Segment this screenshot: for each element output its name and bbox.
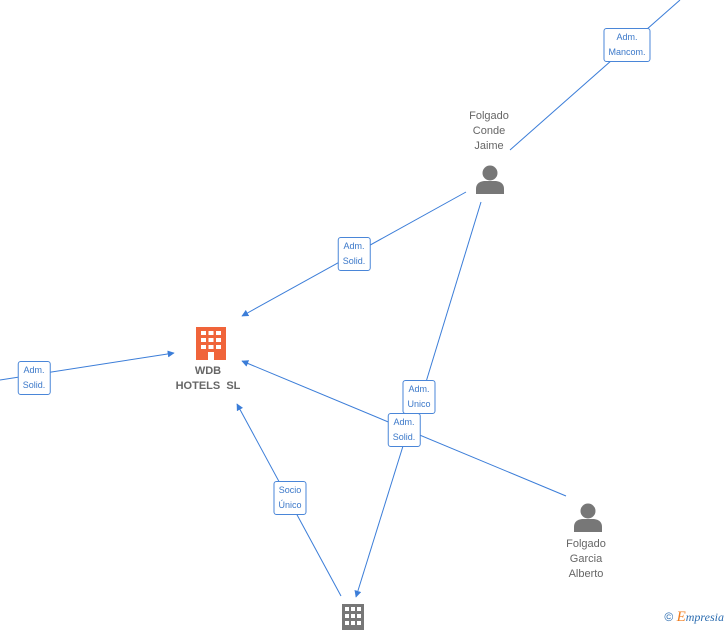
edge-label-socio[interactable]: Socio Único xyxy=(273,481,307,515)
edge-mancom[interactable] xyxy=(509,0,681,151)
person-jaime-label[interactable]: Folgado Conde Jaime xyxy=(469,110,509,152)
brand-name: mpresia xyxy=(685,610,724,624)
edge-jaime-to-bottom[interactable] xyxy=(425,201,482,383)
edge-solid-to-bottom[interactable] xyxy=(354,445,404,598)
person-alberto-label[interactable]: Folgado Garcia Alberto xyxy=(566,538,606,580)
brand-logo-letter: E xyxy=(676,609,686,625)
edge-label-solid-alberto[interactable]: Adm. Solid. xyxy=(387,413,421,447)
building-icon[interactable] xyxy=(342,604,364,630)
copyright-symbol: © xyxy=(664,610,674,624)
edge-label-unico[interactable]: Adm. Unico xyxy=(402,380,436,414)
person-icon[interactable] xyxy=(476,165,504,195)
brand-watermark: © Empresia xyxy=(664,609,724,626)
edge-label-solid-left[interactable]: Adm. Solid. xyxy=(17,361,51,395)
edge-label-solid-jaime[interactable]: Adm. Solid. xyxy=(337,237,371,271)
building-icon[interactable] xyxy=(196,327,226,360)
company-main-label[interactable]: WDB HOTELS SL xyxy=(175,365,241,392)
edge-label-mancom[interactable]: Adm. Mancom. xyxy=(603,28,651,62)
person-icon[interactable] xyxy=(574,503,602,533)
